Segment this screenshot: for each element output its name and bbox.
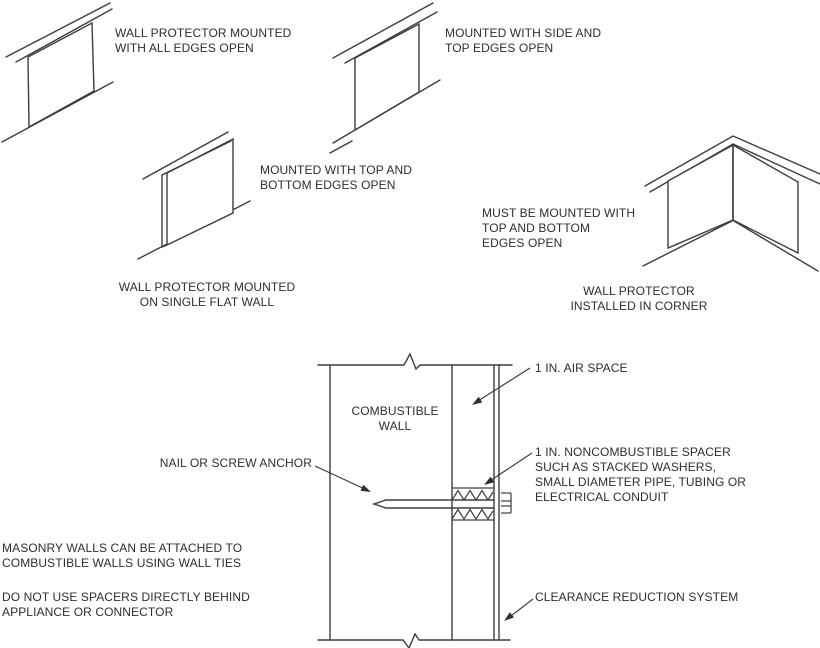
spacer-warning-line1: DO NOT USE SPACERS DIRECTLY BEHIND (2, 590, 250, 604)
spacer-label-line3: SMALL DIAMETER PIPE, TUBING OR (535, 475, 746, 489)
figure3-caption-line1: WALL PROTECTOR MOUNTED (119, 280, 296, 294)
spacer-label-line4: ELECTRICAL CONDUIT (535, 490, 669, 504)
figure4-label-line2: TOP AND BOTTOM (482, 221, 590, 235)
spacer-warning-line2: APPLIANCE OR CONNECTOR (2, 605, 174, 619)
air-space-label: 1 IN. AIR SPACE (535, 361, 628, 375)
wall-top-edge-line (332, 2, 434, 59)
wall-bottom-edge-line (642, 220, 733, 267)
figure4-label-line1: MUST BE MOUNTED WITH (482, 206, 635, 220)
figure4-caption-line2: INSTALLED IN CORNER (570, 299, 707, 313)
figure1-label-line1: WALL PROTECTOR MOUNTED (115, 26, 292, 40)
figure3-label-line2: BOTTOM EDGES OPEN (260, 178, 396, 192)
masonry-note-line1: MASONRY WALLS CAN BE ATTACHED TO (2, 541, 242, 555)
wall-top-edge-line (15, 8, 113, 63)
combustible-wall-label-line2: WALL (379, 419, 412, 433)
nail-or-screw-anchor (371, 499, 495, 509)
spacer-hatch-zigzag (451, 508, 494, 521)
figure3-caption-line2: ON SINGLE FLAT WALL (140, 295, 275, 309)
clearance-reduction-system-label: CLEARANCE REDUCTION SYSTEM (535, 590, 738, 604)
spacer-label-line1: 1 IN. NONCOMBUSTIBLE SPACER (535, 445, 731, 459)
air-space-leader-line (473, 367, 531, 405)
figure-single-flat-wall (137, 131, 251, 260)
nail-leader-line (314, 465, 369, 492)
nail-arrowhead (360, 484, 371, 492)
section-bottom-break-line (317, 632, 511, 648)
masonry-note-line2: COMBUSTIBLE WALLS USING WALL TIES (2, 556, 241, 570)
figure1-label-line2: WITH ALL EDGES OPEN (115, 41, 254, 55)
spacer-arrowhead (484, 476, 495, 485)
wall-protector-panel (27, 21, 95, 129)
protector-thickness-edge (161, 140, 232, 176)
wall-bottom-edge-line (329, 140, 353, 154)
figure-corner (642, 135, 820, 272)
figure4-caption-line1: WALL PROTECTOR (583, 284, 695, 298)
wall-protector-right-face (732, 143, 799, 255)
fastener-head (501, 492, 512, 514)
figure-side-top-edges-open (329, 2, 441, 154)
figure3-label-line1: MOUNTED WITH TOP AND (260, 163, 412, 177)
wall-protector-left-face (667, 143, 734, 250)
air-space-arrowhead (472, 396, 483, 405)
system-arrowhead (504, 612, 514, 621)
spacer-leader-line (485, 452, 533, 485)
section-top-break-line (317, 352, 513, 371)
wall-protector-panel (166, 137, 234, 247)
nail-point (371, 499, 387, 509)
protector-thickness-edge (161, 244, 168, 248)
figure4-label-line3: EDGES OPEN (482, 236, 562, 250)
noncombustible-spacer (451, 487, 494, 521)
wall-protector-panel (354, 22, 420, 132)
corner-ceiling-edge-line (644, 135, 820, 187)
figure2-label-line2: TOP EDGES OPEN (445, 41, 553, 55)
figure-flat-wall-all-edges-open (1, 2, 114, 143)
wall-bottom-edge-line (733, 220, 819, 272)
figure2-label-line1: MOUNTED WITH SIDE AND (445, 26, 601, 40)
nail-anchor-label: NAIL OR SCREW ANCHOR (160, 456, 312, 470)
wall-top-edge-line (5, 2, 111, 58)
combustible-wall-label-line1: COMBUSTIBLE (351, 404, 438, 418)
spacer-label-line2: SUCH AS STACKED WASHERS, (535, 460, 716, 474)
section-view (314, 352, 534, 648)
wall-top-edge-line (142, 131, 229, 180)
spacer-hatch-zigzag (451, 489, 494, 502)
